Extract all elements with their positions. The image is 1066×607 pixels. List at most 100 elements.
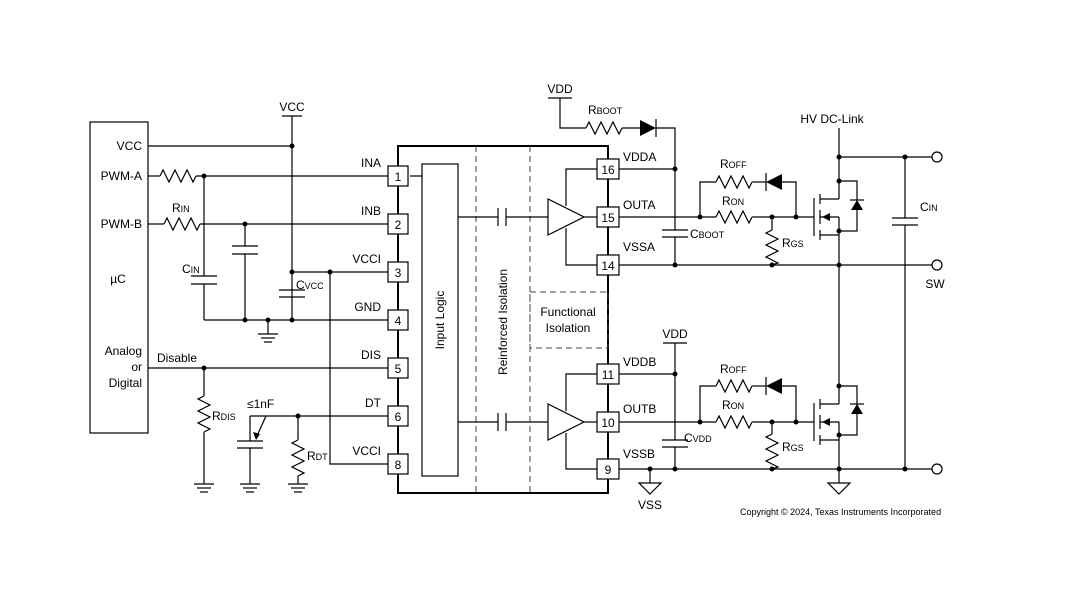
right-pin-14: 14 VSSA — [596, 240, 655, 276]
hv-link-junction-1 — [836, 154, 842, 160]
cvdd-label: CVDD — [684, 431, 712, 445]
right-pin-9: 9 VSSB — [596, 447, 655, 480]
left-pin-5: 5 DIS — [361, 348, 409, 379]
vddb-junction — [672, 371, 678, 377]
gnd-junction-3 — [289, 317, 295, 323]
pin-name-dis: DIS — [361, 348, 381, 362]
pin-name-gnd: GND — [354, 300, 381, 314]
channel-b-driver-buffer — [547, 403, 586, 441]
svg-text:4: 4 — [395, 314, 402, 328]
svg-text:14: 14 — [601, 259, 615, 273]
vdd-top-wire — [559, 98, 586, 129]
vdd-top-label: VDD — [547, 82, 573, 96]
hv-dc-link-label: HV DC-Link — [800, 112, 864, 126]
left-pin-1: 1 INA — [361, 156, 409, 187]
vdd-mid-label: VDD — [662, 327, 688, 341]
boot-diode-wire-out — [656, 127, 676, 230]
pin-name-dt: DT — [365, 396, 382, 410]
vss-label: VSS — [638, 498, 662, 512]
functional-isolation-label-1: Functional — [540, 305, 595, 319]
rin-resistor — [163, 216, 201, 232]
gate-a-junction-2 — [793, 214, 799, 220]
vcc-top-label: VCC — [279, 100, 305, 114]
svg-text:5: 5 — [395, 362, 402, 376]
disable-label: Disable — [157, 351, 197, 365]
hv-link-terminal — [931, 151, 943, 163]
roff-a-resistor — [715, 174, 753, 190]
gnd-junction-1 — [242, 317, 248, 323]
cdt-arrow-head — [253, 432, 260, 440]
functional-isolation-box — [529, 291, 609, 349]
svg-text:1: 1 — [395, 170, 402, 184]
channel-a-supply-wire — [565, 168, 597, 206]
rdt-resistor — [290, 439, 306, 477]
vssb-junction-2 — [672, 466, 678, 472]
svg-text:16: 16 — [601, 163, 615, 177]
vssb-junction-5 — [902, 466, 908, 472]
right-pin-16: 16 VDDA — [596, 150, 656, 180]
right-pin-11: 11 VDDB — [596, 355, 656, 385]
roff-b-branch-wire — [699, 385, 716, 422]
cboot-label: CBOOT — [690, 227, 725, 241]
low-side-mosfet — [813, 265, 864, 469]
vssa-junction-1 — [672, 262, 678, 268]
rgs-a-label: RGS — [782, 236, 804, 250]
roff-b-diode — [766, 378, 782, 394]
rin-label: RIN — [172, 201, 190, 215]
channel-b-supply-wire — [565, 373, 597, 411]
vcci-8-wire — [329, 272, 388, 465]
mcu-digital-label: Digital — [109, 376, 142, 390]
left-pin-8: 8 VCCI — [352, 444, 409, 475]
pin-name-vcci-8: VCCI — [352, 444, 381, 458]
rgs-a-resistor — [764, 229, 780, 266]
cin-right-label: CIN — [920, 200, 938, 214]
mcu-or-label: or — [131, 360, 142, 374]
left-pin-4: 4 GND — [354, 300, 409, 331]
roff-a-label: ROFF — [720, 157, 747, 171]
roff-a-return-wire — [782, 181, 797, 217]
mcu-pin-vcc: VCC — [117, 139, 143, 153]
vssb-junction-3 — [769, 466, 775, 472]
vcci-3-junction — [289, 269, 295, 275]
ron-a-label: RON — [722, 194, 744, 208]
reinforced-isolation-label: Reinforced Isolation — [496, 269, 510, 375]
svg-text:3: 3 — [395, 266, 402, 280]
mcu-name: µC — [110, 272, 126, 286]
pin-name-inb: INB — [361, 204, 381, 218]
left-pin-6: 6 DT — [365, 396, 409, 427]
vssa-junction-2 — [769, 262, 775, 268]
rboot-resistor — [585, 120, 623, 136]
rdt-label: RDT — [307, 449, 328, 463]
pin-name-vssa: VSSA — [623, 240, 655, 254]
svg-text:15: 15 — [601, 211, 615, 225]
rgs-b-label: RGS — [782, 440, 804, 454]
sw-label: SW — [925, 277, 945, 291]
ron-a-resistor — [715, 209, 753, 225]
roff-b-resistor — [715, 378, 753, 394]
svg-text:11: 11 — [602, 368, 615, 382]
rdis-label: RDIS — [212, 409, 236, 423]
roff-a-diode — [766, 174, 782, 190]
gate-b-junction-2 — [793, 419, 799, 425]
input-logic-block — [421, 163, 459, 477]
pin-name-vddb: VDDB — [623, 355, 656, 369]
svg-text:2: 2 — [395, 218, 402, 232]
mcu-pin-pwm-a: PWM-A — [101, 169, 142, 183]
left-pin-2: 2 INB — [361, 204, 409, 235]
right-pin-15: 15 OUTA — [596, 198, 655, 228]
power-ground-symbol — [826, 482, 852, 495]
vss-ground-symbol — [637, 482, 663, 495]
functional-isolation-label-2: Isolation — [546, 321, 591, 335]
copyright-notice: Copyright © 2024, Texas Instruments Inco… — [740, 507, 941, 517]
roff-a-branch-wire — [699, 181, 716, 217]
svg-text:9: 9 — [605, 463, 612, 477]
ron-b-label: RON — [722, 398, 744, 412]
cdt-label: ≤1nF — [247, 397, 274, 411]
mcu-analog-label: Analog — [105, 344, 142, 358]
channel-a-return-wire — [565, 228, 597, 266]
left-pin-3: 3 VCCI — [352, 252, 409, 283]
pin-name-outa: OUTA — [623, 198, 655, 212]
channel-b-return-wire — [565, 433, 597, 470]
rboot-label: RBOOT — [588, 103, 623, 117]
